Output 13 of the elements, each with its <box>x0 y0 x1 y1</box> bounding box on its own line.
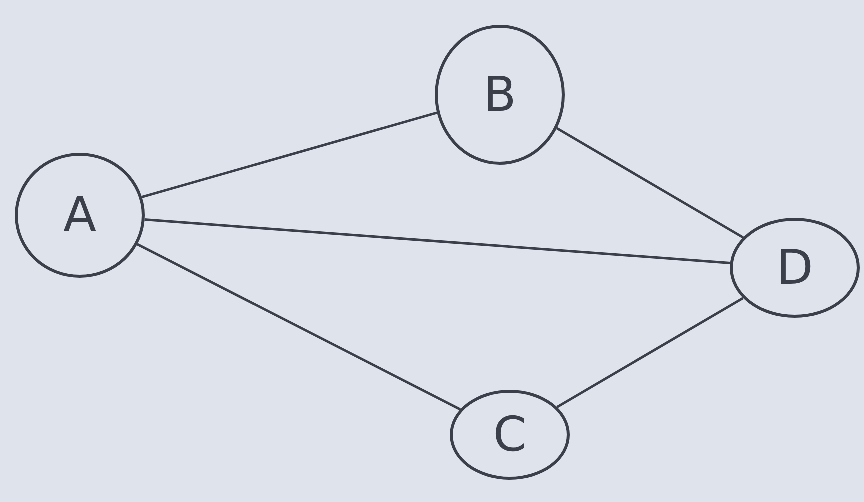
connector-line <box>144 218 730 264</box>
node-circle <box>15 152 145 278</box>
node-circle <box>450 390 570 480</box>
node-label: D <box>776 244 814 292</box>
node-label: C <box>493 411 527 459</box>
connector-line <box>142 112 438 198</box>
node-circle <box>730 218 860 318</box>
connector-line <box>556 127 744 239</box>
node-circle <box>435 25 565 165</box>
node-label: B <box>484 71 516 119</box>
connector-line <box>556 297 744 408</box>
node-label: A <box>64 191 96 239</box>
connector-line <box>136 243 461 411</box>
